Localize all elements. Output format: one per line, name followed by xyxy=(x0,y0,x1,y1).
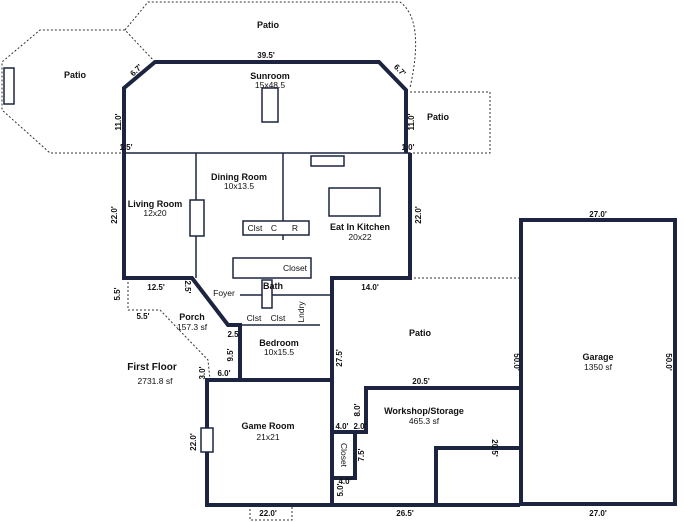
dim-sun-top: 39.5' xyxy=(257,51,275,60)
c-label: C xyxy=(271,223,277,233)
side-closet xyxy=(332,430,357,480)
clst-label: Clst xyxy=(248,223,263,233)
living-label: Living Room xyxy=(128,199,183,209)
porch-label: Porch xyxy=(179,312,205,322)
patio-left-label: Patio xyxy=(64,70,87,80)
dim-ws-v: 8.0' xyxy=(353,403,362,416)
kitchen-island xyxy=(328,187,381,217)
main-walls xyxy=(122,153,412,507)
patio-outline-right xyxy=(406,91,491,154)
dim-porch-h: 5.5' xyxy=(136,312,149,321)
gameroom-label: Game Room xyxy=(241,421,294,431)
garage-label: Garage xyxy=(582,352,613,362)
dim-sun-l: 11.0' xyxy=(114,113,123,130)
laundry-label: Lndry xyxy=(296,301,306,323)
dim-closet-v: 7.5' xyxy=(357,448,366,461)
dim-center: 27.5' xyxy=(335,349,344,367)
stove-icon xyxy=(310,155,345,167)
sunroom-label: Sunroom xyxy=(250,71,290,81)
dim-porch-v: 5.5' xyxy=(113,287,122,300)
game-step-outline xyxy=(249,505,293,521)
gameroom-size: 21x21 xyxy=(256,432,279,442)
dim-main-r: 22.0' xyxy=(414,206,423,224)
bath-label: Bath xyxy=(263,281,283,291)
pantry-fixtures xyxy=(242,220,310,236)
bedroom-label: Bedroom xyxy=(259,338,299,348)
dim-bottom-l: 12.5' xyxy=(147,283,165,292)
dim-bed-l: 9.5' xyxy=(226,348,235,361)
dim-bot-h: 4.0' xyxy=(338,477,351,486)
dim-ws-b: 2.0' xyxy=(353,422,366,431)
patio-right-label: Patio xyxy=(427,112,450,122)
dim-bottom-r: 14.0' xyxy=(361,283,379,292)
dim-bot-v: 5.0' xyxy=(336,483,345,496)
floor-area: 2731.8 sf xyxy=(138,376,174,386)
dim-garage-r: 50.0' xyxy=(664,353,673,371)
sunroom-walls xyxy=(122,60,408,153)
floor-title: First Floor xyxy=(127,362,177,373)
fireplace-icon xyxy=(189,199,205,237)
dim-sun-bl: 1.5' xyxy=(119,143,132,152)
kitchen-size: 20x22 xyxy=(348,232,371,242)
patio-outline-top xyxy=(124,1,417,89)
dim-foyer: 2.5' xyxy=(183,280,192,293)
workshop-inner xyxy=(434,446,520,505)
patio-top-label: Patio xyxy=(257,20,280,30)
dim-step: 2.5 xyxy=(227,330,239,339)
side-closet-label: Closet xyxy=(339,443,349,468)
dim-game-tl2: 6.0' xyxy=(217,369,230,378)
dim-game-b: 22.0' xyxy=(259,509,277,518)
foyer-label: Foyer xyxy=(213,288,235,298)
r-label: R xyxy=(292,223,298,233)
fireplace-icon-game xyxy=(200,427,214,453)
workshop-size: 465.3 sf xyxy=(409,416,440,426)
workshop-label: Workshop/Storage xyxy=(384,406,464,416)
table-icon xyxy=(261,87,279,123)
patio-center-label: Patio xyxy=(409,328,432,338)
garage-walls xyxy=(519,218,677,506)
dim-ws-b2: 26.5' xyxy=(396,509,414,518)
porch-size: 157.3 sf xyxy=(177,322,208,332)
dining-label: Dining Room xyxy=(211,172,267,182)
closet-top-label: Closet xyxy=(283,263,308,273)
dim-garage-t: 27.0' xyxy=(589,210,607,219)
stairs xyxy=(232,257,312,279)
dim-sun-br: 1.0' xyxy=(401,143,414,152)
dim-main-l: 22.0' xyxy=(110,206,119,224)
bedroom-size: 10x15.5 xyxy=(264,347,295,357)
garage-size: 1350 sf xyxy=(584,362,613,372)
sunroom-size: 15x48.5 xyxy=(255,80,286,90)
kitchen-label: Eat In Kitchen xyxy=(330,222,390,232)
living-size: 12x20 xyxy=(143,208,166,218)
grill-icon xyxy=(3,67,15,105)
patio-outline-left xyxy=(1,29,156,154)
dim-garage-b: 27.0' xyxy=(589,509,607,518)
dim-sun-r: 11.0' xyxy=(407,113,416,130)
porch-outline xyxy=(127,278,211,381)
dining-size: 10x13.5 xyxy=(224,181,255,191)
dim-ws-r: 20.5' xyxy=(490,439,499,457)
dim-garage-l: 50.0' xyxy=(512,353,521,371)
clst3-label: Clst xyxy=(271,313,286,323)
dim-game-tl: 3.0' xyxy=(198,366,207,379)
dim-game-l: 22.0' xyxy=(189,433,198,451)
clst2-label: Clst xyxy=(247,313,262,323)
dim-ws-door: 20.5' xyxy=(412,377,430,386)
dim-ws-a: 4.0' xyxy=(335,422,348,431)
tub-icon xyxy=(261,279,273,309)
